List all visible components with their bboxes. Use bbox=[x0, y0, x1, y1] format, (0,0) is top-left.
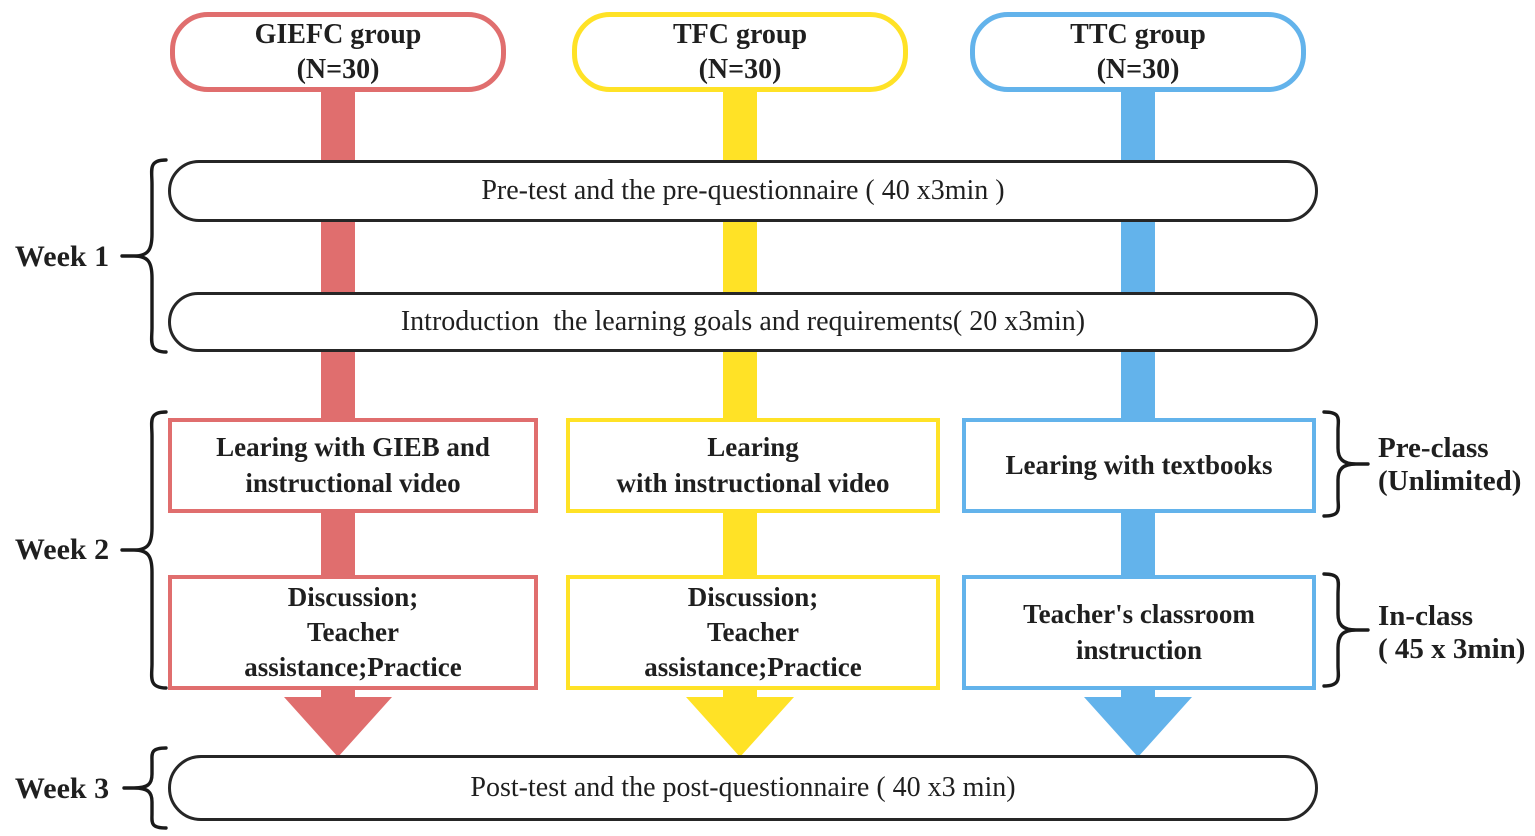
giefc-arrowhead-icon bbox=[284, 697, 392, 757]
pretest-box: Pre-test and the pre-questionnaire ( 40 … bbox=[168, 160, 1318, 222]
tfc-preclass-box: Learing with instructional video bbox=[566, 418, 940, 513]
giefc-preclass-box: Learing with GIEB and instructional vide… bbox=[168, 418, 538, 513]
inclass-brace bbox=[1322, 572, 1370, 688]
group-pill-ttc: TTC group (N=30) bbox=[970, 12, 1306, 92]
introduction-box: Introduction the learning goals and requ… bbox=[168, 292, 1318, 352]
group-pill-tfc: TFC group (N=30) bbox=[572, 12, 908, 92]
preclass-brace bbox=[1322, 410, 1370, 518]
preclass-label: Pre-class (Unlimited) bbox=[1378, 432, 1522, 498]
ttc-arrowhead-icon bbox=[1084, 697, 1192, 757]
group-pill-giefc: GIEFC group (N=30) bbox=[170, 12, 506, 92]
posttest-box: Post-test and the post-questionnaire ( 4… bbox=[168, 755, 1318, 821]
ttc-inclass-box: Teacher's classroom instruction bbox=[962, 575, 1316, 690]
ttc-preclass-box: Learing with textbooks bbox=[962, 418, 1316, 513]
week2-brace bbox=[120, 410, 168, 690]
week3-brace bbox=[122, 746, 168, 830]
week1-label: Week 1 bbox=[14, 240, 110, 273]
week1-brace bbox=[120, 158, 168, 354]
tfc-arrowhead-icon bbox=[686, 697, 794, 757]
tfc-inclass-box: Discussion; Teacher assistance;Practice bbox=[566, 575, 940, 690]
week3-label: Week 3 bbox=[14, 772, 110, 805]
week2-label: Week 2 bbox=[14, 533, 110, 566]
inclass-label: In-class ( 45 x 3min) bbox=[1378, 600, 1526, 666]
giefc-inclass-box: Discussion; Teacher assistance;Practice bbox=[168, 575, 538, 690]
